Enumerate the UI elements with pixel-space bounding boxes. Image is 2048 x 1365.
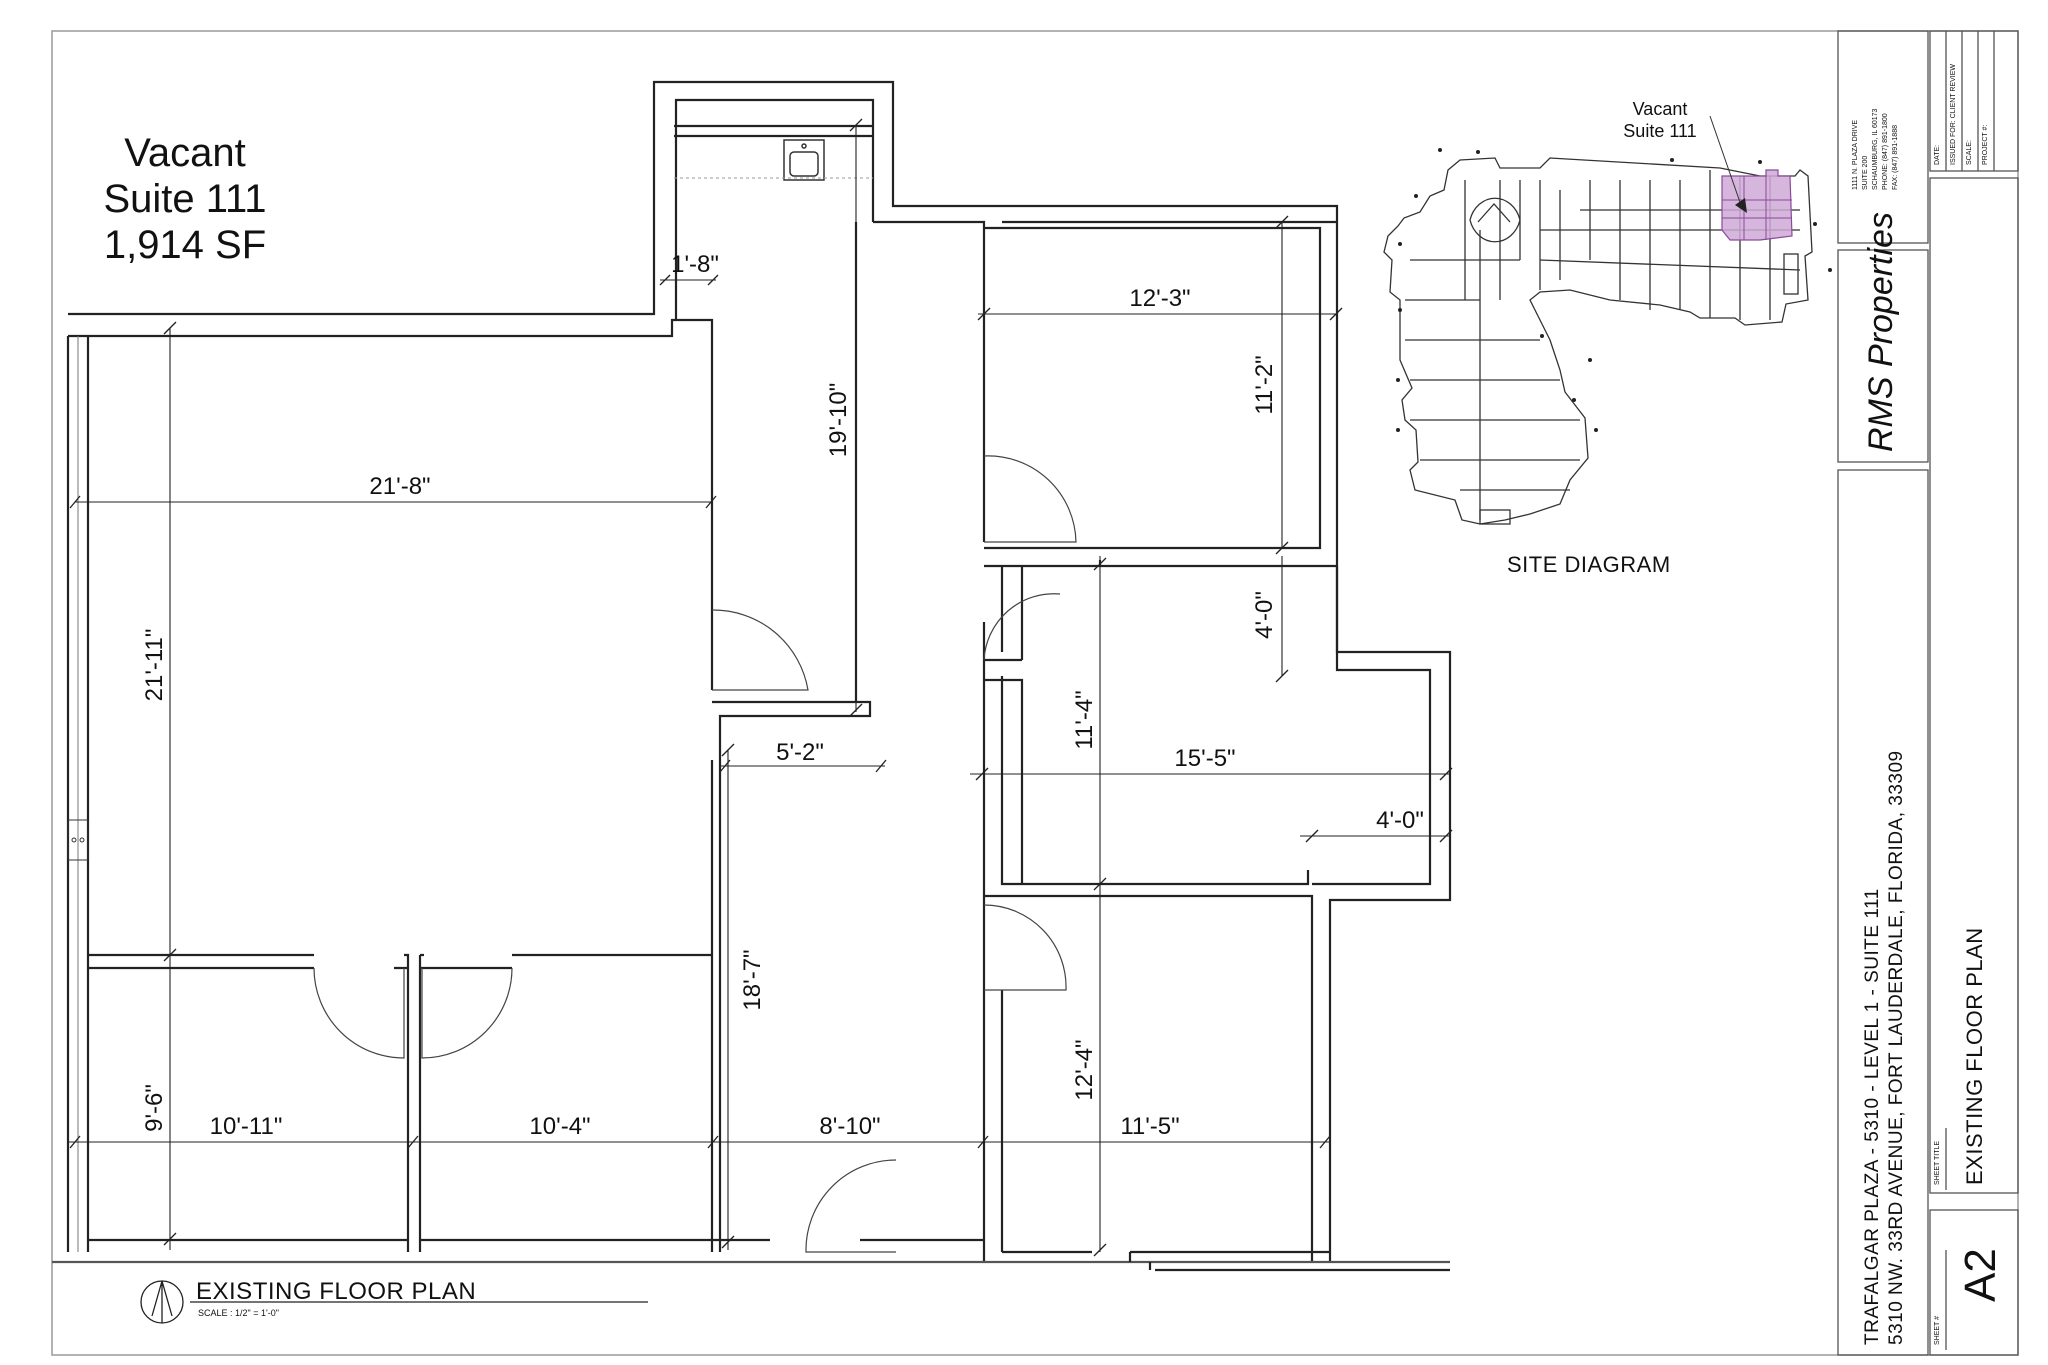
dim-10-11: 10'-11" — [210, 1113, 283, 1140]
dim-10-4: 10'-4" — [529, 1113, 590, 1140]
project-line-2: 5310 NW. 33RD AVENUE, FORT LAUDERDALE, F… — [1886, 750, 1907, 1345]
sheet-number-label: SHEET # — [1934, 1315, 1941, 1345]
firm-line-4: PHONE: (847) 891-1800 — [1882, 113, 1889, 190]
title-block-frame — [1837, 30, 2019, 1356]
dim-12-4: 12'-4" — [1071, 1039, 1098, 1100]
info-label-project: PROJECT #: — [1982, 124, 1989, 165]
firm-line-3: SCHAUMBURG, IL 60173 — [1872, 108, 1879, 190]
dim-15-5: 15'-5" — [1174, 745, 1235, 772]
dim-18-7: 18'-7" — [739, 949, 766, 1010]
site-diagram — [1383, 157, 1813, 525]
info-label-scale: SCALE: — [1966, 140, 1973, 165]
site-vacant-text: Vacant — [1632, 99, 1688, 119]
suite-number-text: Suite 111 — [103, 177, 267, 221]
dim-19-10: 19'-10" — [825, 383, 852, 457]
sink-icon — [783, 139, 825, 181]
dimension-labels: 1'-8" 12'-3" 21'-8" 5'-2" 15'-5" 4'-0" 1… — [141, 251, 1424, 1140]
dim-11-5: 11'-5" — [1120, 1113, 1179, 1140]
suite-label: Vacant Suite 111 1,914 SF — [90, 130, 280, 268]
dim-4-0-b: 4'-0" — [1376, 807, 1424, 834]
site-suite-text: Suite 111 — [1623, 121, 1697, 141]
dim-21-11: 21'-11" — [141, 629, 168, 702]
project-line-1: TRAFALGAR PLAZA - 5310 - LEVEL 1 - SUITE… — [1862, 888, 1883, 1345]
dim-4-0-a: 4'-0" — [1251, 591, 1278, 639]
firm-line-2: SUITE 200 — [1862, 155, 1869, 190]
firm-line-1: 1111 N. PLAZA DRIVE — [1852, 119, 1859, 190]
dim-12-3: 12'-3" — [1129, 285, 1190, 312]
dim-11-2: 11'-2" — [1251, 355, 1278, 414]
plan-title: EXISTING FLOOR PLAN — [196, 1278, 477, 1305]
brand-logo: RMS Properties — [1862, 212, 1900, 452]
info-label-issued: ISSUED FOR: CLIENT REVIEW — [1950, 64, 1957, 165]
plan-scale: SCALE : 1/2" = 1'-0" — [198, 1308, 279, 1318]
dim-8-10: 8'-10" — [819, 1113, 880, 1140]
info-label-date: DATE: — [1934, 144, 1941, 165]
site-dots — [1396, 148, 1832, 432]
dimension-ticks — [69, 118, 1453, 1257]
suite-area-text: 1,914 SF — [103, 223, 267, 267]
north-arrow-icon — [140, 1280, 184, 1324]
dim-5-2: 5'-2" — [776, 739, 824, 766]
sheet-title-label: SHEET TITLE — [1934, 1140, 1941, 1185]
dim-11-4: 11'-4" — [1071, 690, 1098, 749]
suite-vacant-text: Vacant — [124, 131, 246, 175]
sheet-number: A2 — [1956, 1248, 2005, 1302]
dim-1-8: 1'-8" — [671, 251, 719, 278]
site-diagram-title: SITE DIAGRAM — [1507, 552, 1671, 577]
panel-box-icon — [67, 819, 89, 861]
site-vacant-label: Vacant Suite 111 — [1600, 98, 1720, 142]
dimension-lines — [68, 125, 1450, 1252]
site-highlight — [1721, 169, 1793, 241]
dim-21-8: 21'-8" — [369, 473, 430, 500]
door-swings — [313, 455, 1077, 1253]
firm-line-5: FAX: (847) 891-1888 — [1892, 125, 1899, 190]
dim-9-6: 9'-6" — [141, 1084, 168, 1132]
sheet-title: EXISTING FLOOR PLAN — [1962, 927, 1987, 1185]
